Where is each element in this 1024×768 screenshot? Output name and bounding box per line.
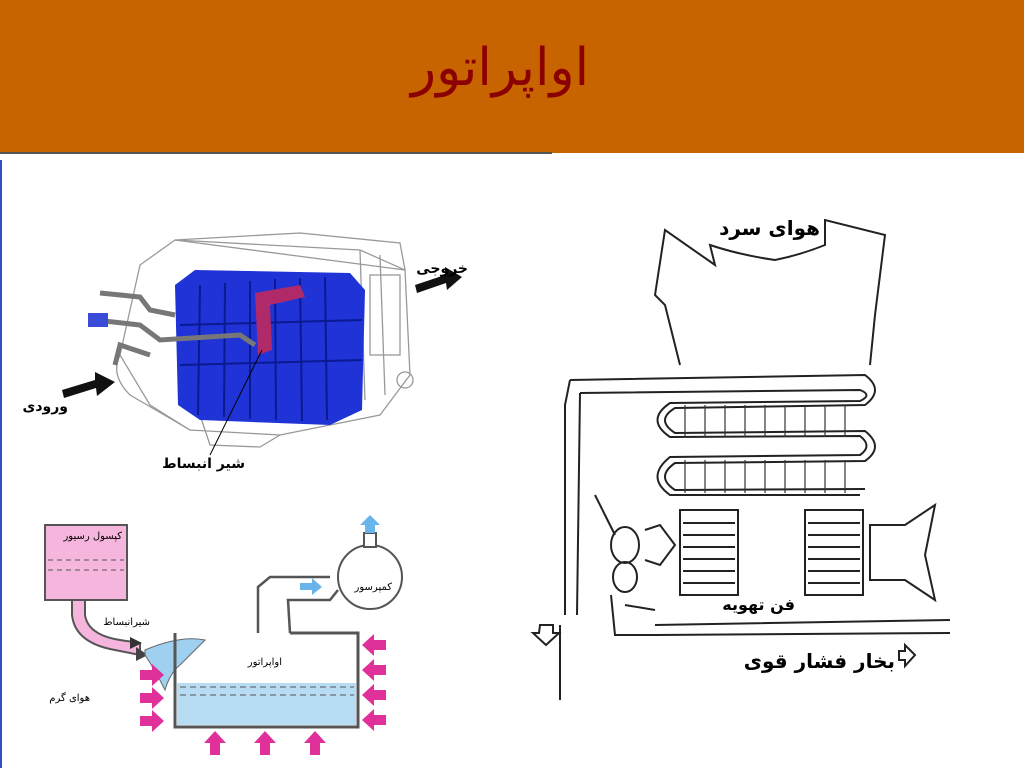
suction-line-inner — [256, 575, 330, 633]
outlet-arrow — [415, 267, 462, 293]
receiver-tank — [44, 524, 128, 601]
discharge-arrow — [360, 515, 380, 533]
compressor — [337, 544, 403, 610]
expansion-valve — [130, 637, 142, 649]
down-arrow-icon — [530, 624, 562, 647]
evaporator-vessel — [173, 631, 360, 729]
warm-air-arrows-right — [362, 634, 386, 731]
valve-leader-line — [209, 349, 263, 456]
refrigerant-pipes — [94, 290, 257, 366]
evaporator-core — [175, 270, 365, 425]
outlet-label: خروجی — [416, 261, 468, 277]
fan-left-arrow — [644, 523, 677, 567]
expansion-valve-label: شیر انبساط — [162, 456, 245, 472]
cold-air-outline — [653, 218, 887, 366]
inlet-arrow — [62, 372, 115, 398]
expansion-valve-assembly — [594, 494, 656, 636]
liquid-line — [71, 599, 141, 657]
left-border-line — [0, 160, 2, 768]
receiver-label: کپسول رسیور — [62, 531, 122, 542]
cold-air-label: هوای سرد — [719, 216, 820, 240]
flow-arrow — [300, 578, 322, 595]
compressor-label: کمپرسور — [354, 582, 393, 593]
header-divider — [0, 152, 552, 154]
pipe-fitting — [88, 313, 108, 327]
refrigeration-cycle-figure: شیرانبساط اواپراتور کمپرسور کپسول رسیور … — [44, 515, 403, 755]
fan-label: فن تهویه — [722, 595, 795, 614]
vapor-label: بخار فشار قوی — [744, 649, 895, 673]
evaporator-unit-figure: خروجی ورودی شیر انبساط — [23, 232, 468, 472]
coil-fins — [684, 405, 846, 493]
refrigerant-tube — [564, 379, 581, 616]
title-bar — [0, 0, 1024, 153]
evaporator-coil — [569, 373, 876, 496]
warm-air-label: هوای گرم — [49, 692, 90, 704]
warm-air-arrows-left — [140, 664, 164, 732]
expansion-valve-lower — [136, 647, 148, 661]
blower-fan-left — [679, 509, 739, 596]
airflow-sketch-figure: هوای سرد فن تهویه — [530, 216, 951, 700]
expansion-valve-label: شیرانبساط — [103, 617, 150, 628]
evaporator-label: اواپراتور — [247, 657, 282, 668]
high-pressure-line — [654, 619, 951, 636]
evaporator-liquid — [177, 683, 356, 725]
suction-line — [286, 589, 339, 634]
inlet-label: ورودی — [23, 399, 68, 415]
fan-right-arrow — [869, 502, 937, 603]
slide-title: اواپراتور — [410, 38, 590, 98]
vapor-arrow-icon — [898, 642, 917, 669]
warm-air-arrows-bottom — [204, 731, 326, 755]
blower-fan-right — [804, 509, 864, 596]
